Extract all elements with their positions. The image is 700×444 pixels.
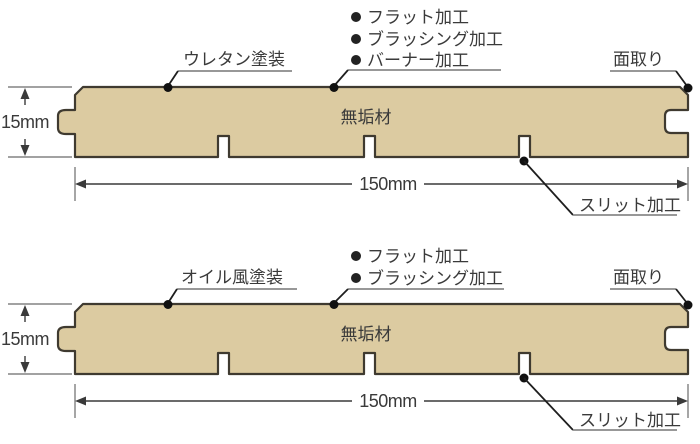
coating-label: ウレタン塗装 bbox=[183, 49, 285, 69]
process-item: バーナー加工 bbox=[367, 51, 469, 70]
process-item: フラット加工 bbox=[367, 247, 469, 266]
coating-callout: ウレタン塗装 bbox=[163, 49, 292, 92]
arrow-up-icon bbox=[20, 88, 30, 99]
slit-callout: スリット加工 bbox=[519, 156, 681, 216]
slit-callout: スリット加工 bbox=[519, 373, 681, 431]
bullet-icon bbox=[351, 251, 361, 261]
arrow-right-icon bbox=[677, 396, 688, 406]
width-value: 150mm bbox=[359, 174, 417, 194]
thickness-dimension: 15mm bbox=[1, 303, 72, 375]
bullet-icon bbox=[351, 273, 361, 283]
material-label: 無垢材 bbox=[341, 325, 392, 344]
arrow-left-icon bbox=[75, 396, 86, 406]
coating-label: オイル風塗装 bbox=[181, 267, 283, 287]
arrow-down-icon bbox=[20, 362, 30, 373]
process-item: ブラッシング加工 bbox=[367, 268, 503, 288]
arrow-up-icon bbox=[20, 305, 30, 316]
bullet-icon bbox=[351, 34, 361, 44]
arrow-down-icon bbox=[20, 145, 30, 156]
thickness-dimension: 15mm bbox=[1, 86, 72, 158]
arrow-left-icon bbox=[75, 179, 86, 189]
leader-dot bbox=[329, 300, 339, 309]
leader-dot bbox=[329, 83, 339, 92]
width-dimension: 150mm bbox=[74, 384, 689, 418]
arrow-right-icon bbox=[677, 179, 688, 189]
chamfer-label: 面取り bbox=[613, 268, 664, 287]
leader-dot bbox=[163, 300, 173, 309]
material-label: 無垢材 bbox=[341, 108, 392, 127]
slit-label: スリット加工 bbox=[579, 411, 681, 430]
diagram-urethane: 15mm 150mm ウレタン塗装 フラット加工 ブラッシング加工 バーナー bbox=[1, 8, 693, 216]
leader-dot bbox=[683, 83, 693, 93]
bullet-icon bbox=[351, 55, 361, 65]
leader-dot bbox=[163, 83, 173, 92]
thickness-value: 15mm bbox=[1, 112, 49, 132]
process-list: フラット加工 ブラッシング加工 バーナー加工 bbox=[329, 8, 503, 92]
width-value: 150mm bbox=[359, 391, 417, 411]
process-item: フラット加工 bbox=[367, 8, 469, 27]
process-list: フラット加工 ブラッシング加工 bbox=[329, 247, 504, 309]
chamfer-label: 面取り bbox=[613, 50, 664, 69]
chamfer-callout: 面取り bbox=[610, 268, 693, 310]
width-dimension: 150mm bbox=[74, 167, 689, 201]
leader-dot bbox=[683, 300, 693, 310]
coating-callout: オイル風塗装 bbox=[163, 267, 297, 309]
chamfer-callout: 面取り bbox=[610, 50, 693, 93]
thickness-value: 15mm bbox=[1, 329, 49, 349]
diagram-oil: 15mm 150mm オイル風塗装 フラット加工 ブラッシング加工 bbox=[1, 247, 693, 431]
plank-profile bbox=[56, 302, 690, 376]
slit-label: スリット加工 bbox=[579, 196, 681, 215]
process-item: ブラッシング加工 bbox=[367, 29, 503, 49]
plank-profile bbox=[56, 85, 690, 159]
bullet-icon bbox=[351, 12, 361, 22]
